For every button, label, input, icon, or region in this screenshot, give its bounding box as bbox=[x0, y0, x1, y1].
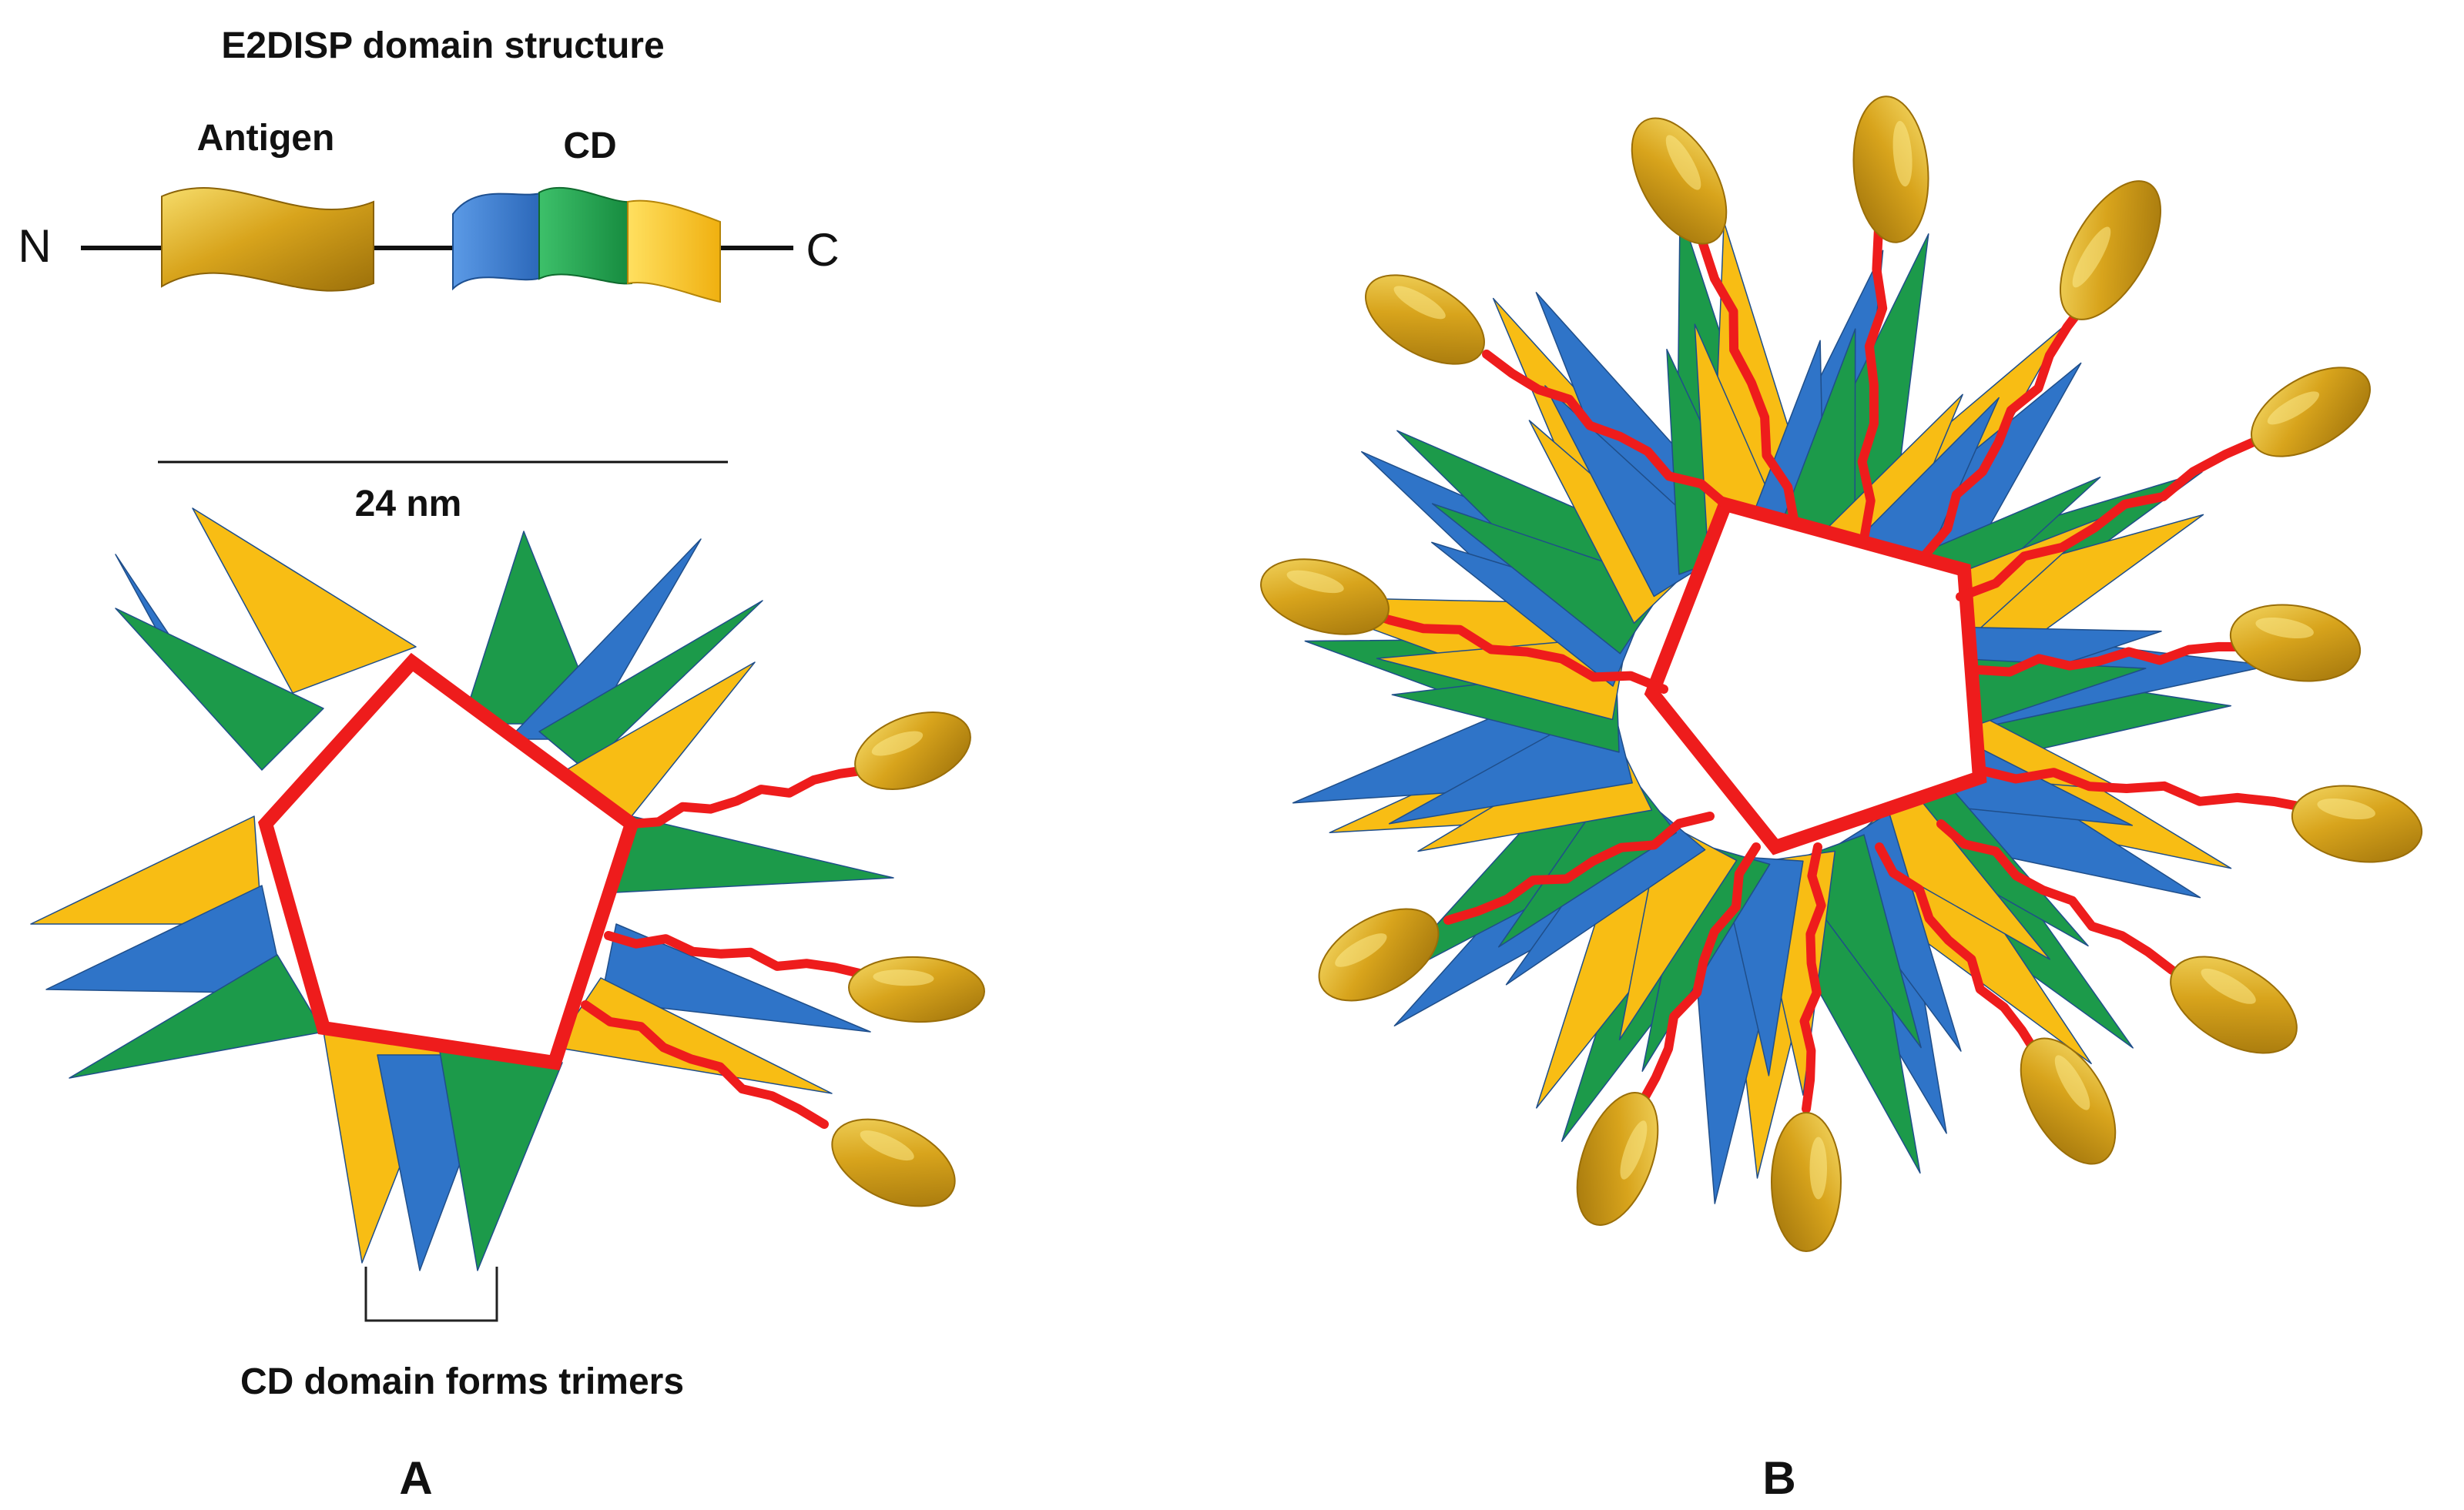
linker-b-9 bbox=[1875, 842, 2042, 1060]
panel-b-label: B bbox=[1762, 1452, 1795, 1504]
antigen-label: Antigen bbox=[197, 118, 335, 159]
panel-a-label: A bbox=[399, 1452, 432, 1504]
linker-a-1 bbox=[627, 765, 871, 829]
antigen-ellipse-b-3-highlight bbox=[1892, 121, 1913, 187]
spike-a-5 bbox=[538, 600, 763, 771]
antigen-domain bbox=[161, 187, 374, 292]
scale-label: 24 nm bbox=[355, 484, 462, 524]
antigen-ellipse-b-12 bbox=[1318, 908, 1440, 1002]
antigen-ellipse-a-2 bbox=[848, 956, 985, 1023]
pentagon-ring-a bbox=[257, 652, 640, 1071]
antigen-ellipse-a-3 bbox=[831, 1118, 956, 1207]
antigen-ellipse-b-8 bbox=[2170, 956, 2298, 1054]
trimer-label: CD domain forms trimers bbox=[240, 1361, 684, 1402]
linker-b-5 bbox=[1956, 434, 2265, 601]
antigen-ellipse-b-10 bbox=[1771, 1112, 1842, 1252]
n-terminus-label: N bbox=[18, 220, 51, 272]
antigen-ellipse-b-9-highlight bbox=[2054, 1055, 2090, 1110]
linker-b-2 bbox=[1690, 203, 1799, 528]
linker-b-4 bbox=[1921, 296, 2092, 559]
linker-b-10 bbox=[1799, 842, 1826, 1113]
panel-a-ring bbox=[257, 652, 985, 1207]
panel-b-ring bbox=[1260, 95, 2423, 1252]
spike-a-9 bbox=[69, 954, 324, 1079]
spike-a-8 bbox=[45, 885, 286, 994]
linker-b-1 bbox=[1482, 350, 1730, 509]
antigen-ellipse-b-6 bbox=[2229, 604, 2362, 682]
panel-b: B bbox=[1260, 95, 2423, 1504]
spike-a-4 bbox=[508, 538, 702, 740]
linker-a-3 bbox=[581, 1000, 829, 1129]
antigen-ellipse-b-9 bbox=[2020, 1037, 2117, 1165]
spike-a-11 bbox=[600, 923, 871, 1033]
linker-b-8 bbox=[1936, 819, 2177, 975]
cd-domain-green bbox=[538, 186, 632, 285]
linker-b-3 bbox=[1857, 188, 1888, 544]
panel-a-spikes bbox=[30, 507, 894, 1271]
cd-label: CD bbox=[563, 126, 616, 166]
linker-b-11 bbox=[1636, 842, 1761, 1110]
antigen-ellipse-b-10-highlight bbox=[1809, 1137, 1827, 1200]
antigen-ellipse-b-4-highlight bbox=[2072, 226, 2111, 288]
antigen-ellipse-a-1 bbox=[854, 711, 971, 790]
linker-b-0 bbox=[1351, 604, 1668, 694]
antigen-ellipse-a-2-highlight bbox=[873, 969, 934, 986]
linker-b-12 bbox=[1443, 812, 1715, 925]
antigen-ellipse-b-0 bbox=[1260, 558, 1390, 635]
antigen-ellipse-b-11-highlight bbox=[1620, 1120, 1648, 1180]
antigen-ellipse-b-5-highlight bbox=[2267, 391, 2320, 425]
spike-b-inner-9 bbox=[1618, 820, 1738, 1041]
antigen-ellipse-b-0-highlight bbox=[1286, 570, 1344, 594]
trimer-bracket bbox=[364, 1267, 498, 1322]
antigen-ellipse-b-2 bbox=[1631, 117, 1728, 245]
pentagon-ring-b bbox=[1644, 496, 1987, 855]
antigen-ellipse-b-1-highlight bbox=[1393, 286, 1446, 320]
spike-b-inner-17 bbox=[1431, 503, 1668, 655]
antigen-ellipse-b-5 bbox=[2251, 367, 2371, 457]
domain-structure: E2DISP domain structure Antigen CD N C bbox=[18, 25, 840, 303]
spike-a-10 bbox=[600, 815, 894, 894]
linker-b-7 bbox=[1975, 765, 2315, 813]
cd-domain-yellow bbox=[627, 199, 721, 303]
linker-b-6 bbox=[1975, 641, 2254, 677]
cd-domain-blue bbox=[452, 191, 544, 291]
antigen-ellipse-b-8-highlight bbox=[2201, 968, 2256, 1004]
antigen-ellipse-b-4 bbox=[2059, 180, 2162, 320]
panel-a: 24 nm CD domain forms trimers A bbox=[30, 460, 985, 1504]
domain-structure-title: E2DISP domain structure bbox=[221, 25, 664, 66]
antigen-ellipse-a-1-highlight bbox=[871, 731, 924, 756]
antigen-ellipse-b-2-highlight bbox=[1665, 135, 1701, 190]
spike-a-1 bbox=[192, 507, 417, 694]
antigen-ellipse-b-6-highlight bbox=[2255, 617, 2314, 639]
spike-a-7 bbox=[30, 815, 263, 925]
antigen-ellipse-b-1 bbox=[1365, 274, 1485, 365]
antigen-ellipse-b-12-highlight bbox=[1335, 933, 1387, 967]
antigen-ellipse-b-3 bbox=[1852, 95, 1929, 243]
c-terminus-label: C bbox=[806, 224, 839, 276]
linker-a-2 bbox=[604, 931, 867, 979]
spike-a-2 bbox=[115, 608, 324, 771]
antigen-ellipse-a-3-highlight bbox=[860, 1130, 914, 1161]
antigen-ellipse-b-7-highlight bbox=[2317, 798, 2375, 820]
antigen-ellipse-b-7 bbox=[2291, 785, 2423, 863]
